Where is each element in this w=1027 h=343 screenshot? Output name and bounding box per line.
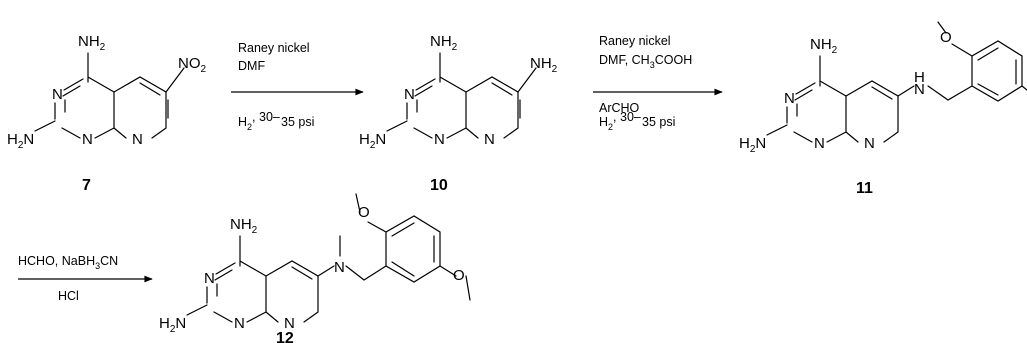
amine-linker-label: H [914,69,925,86]
ring-nitrogen-label: N [434,131,445,148]
reagent-label: HCl [58,289,79,303]
compound-number: 10 [430,177,448,194]
amino-group-label: H2N [159,315,186,335]
amino-group-label: H2N [359,131,386,151]
ring-nitrogen-label: N [82,131,93,148]
reagent-label: 35 psi [642,115,675,129]
compound-12: NH2 N N N H2N N O O 12 [159,193,471,343]
compound-number: 11 [856,180,873,197]
nitro-group-label: NO2 [178,55,207,75]
amino-group-label: NH2 [530,55,558,75]
amino-group-label: NH2 [810,36,838,56]
compound-11: NH2 N N N H2N H N O 11 [739,21,1027,197]
reaction-arrow-3: HCHO, NaBH3CN HCl [18,254,153,303]
amine-linker-label: N [334,259,345,276]
compound-7: NH2 N N N H2N NO2 7 [7,33,207,194]
ring-nitrogen-label: N [404,86,415,103]
methoxy-oxygen-label: O [940,29,952,46]
reagent-label: HCHO, NaBH3CN [18,254,118,271]
reaction-arrow-1: Raney nickel DMF H2, 30– 35 psi [231,41,364,132]
ring-nitrogen-label: N [814,135,825,152]
compound-10: NH2 N N N H2N NH2 10 [359,33,558,194]
reagent-label: Raney nickel [238,41,310,55]
reagent-label: H2, 30– [599,110,641,132]
amino-group-label: NH2 [78,33,106,53]
pyridopyrimidine-core [386,52,537,139]
dimethoxybenzyl-ring [937,21,1027,102]
ring-nitrogen-label: N [484,131,495,148]
reagent-label: Raney nickel [599,34,671,48]
compound-number: 12 [276,330,294,343]
amino-group-label: H2N [739,135,766,155]
ring-nitrogen-label: N [234,315,245,332]
reagent-label: H2, 30– [238,110,280,132]
ring-nitrogen-label: N [204,270,215,287]
compound-number: 7 [82,177,91,194]
ring-nitrogen-label: N [864,135,875,152]
ring-nitrogen-label: N [52,86,63,103]
reagent-label: 35 psi [281,115,314,129]
amino-group-label: NH2 [230,216,258,236]
pyridopyrimidine-core [766,55,973,143]
methoxy-oxygen-label: O [358,204,370,221]
ring-nitrogen-label: N [284,315,295,332]
pyridopyrimidine-core [186,235,387,323]
amine-linker-label: N [914,81,925,98]
reagent-label: ArCHO [599,101,640,115]
methoxy-oxygen-label: O [453,267,465,284]
amino-group-label: NH2 [430,33,458,53]
reagent-label: DMF [238,59,265,73]
pyridopyrimidine-core [34,52,185,139]
reaction-arrow-2: Raney nickel DMF, CH3COOH ArCHO H2, 30– … [593,34,723,132]
dimethoxybenzyl-ring [355,193,471,301]
amino-group-label: H2N [7,131,34,151]
ring-nitrogen-label: N [132,131,143,148]
reagent-label: DMF, CH3COOH [599,53,692,70]
ring-nitrogen-label: N [784,90,795,107]
